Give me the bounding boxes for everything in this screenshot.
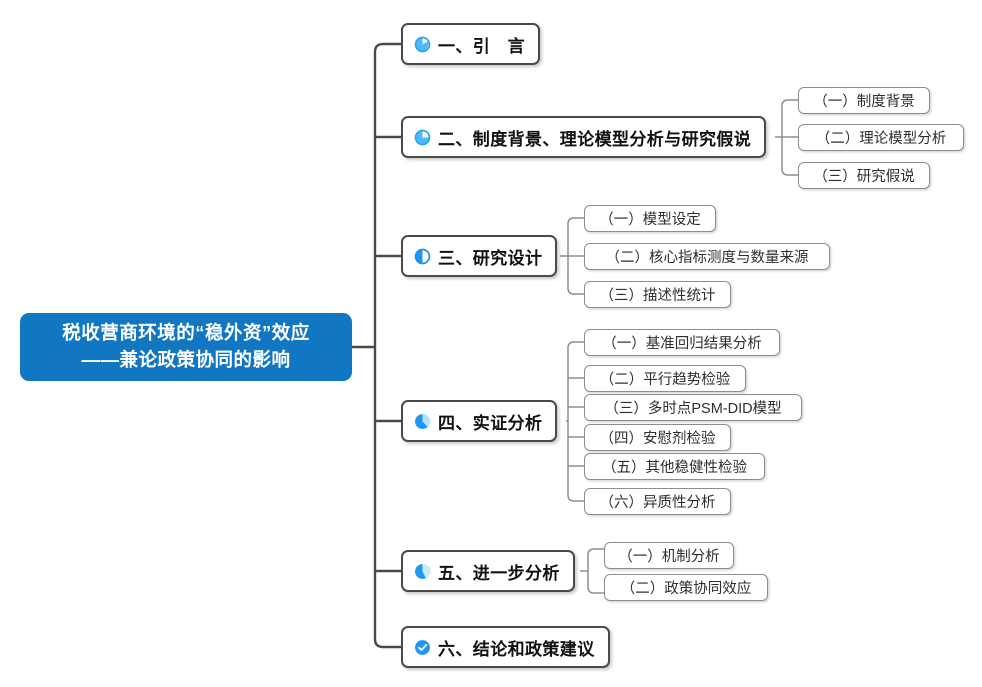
- connector-l1-1: [373, 42, 401, 53]
- connector-l2-5-2: [587, 586, 604, 594]
- branch-node-2[interactable]: 二、制度背景、理论模型分析与研究假说: [401, 116, 767, 158]
- connector-l2-3-3: [567, 287, 584, 295]
- sub-node-2-3[interactable]: （三）研究假说: [798, 162, 930, 189]
- branch-node-3[interactable]: 三、研究设计: [401, 235, 558, 277]
- sub-node-2-2[interactable]: （二）理论模型分析: [798, 124, 964, 151]
- connector-l2-4-6: [567, 494, 584, 502]
- root-title-line-2: ——兼论政策协同的影响: [81, 349, 291, 370]
- sub-node-4-3[interactable]: （三）多时点PSM-DID模型: [584, 394, 802, 421]
- sub-node-2-1[interactable]: （一）制度背景: [798, 87, 930, 114]
- sub-node-4-6[interactable]: （六）异质性分析: [584, 488, 731, 515]
- branch-label-3: 三、研究设计: [438, 248, 543, 268]
- sub-node-5-2[interactable]: （二）政策协同效应: [604, 574, 768, 601]
- branch-label-5: 五、进一步分析: [438, 563, 560, 583]
- branch-label-4: 四、实证分析: [438, 413, 543, 433]
- connector-l2-5-1: [587, 548, 604, 556]
- connector-l2-2-1: [781, 99, 798, 107]
- pie-progress-icon: [414, 36, 431, 52]
- pie-progress-icon: [414, 248, 431, 264]
- sub-node-4-1[interactable]: （一）基准回归结果分析: [584, 329, 780, 356]
- sub-node-3-1[interactable]: （一）模型设定: [584, 205, 716, 232]
- connector-l1-6: [373, 638, 401, 649]
- branch-label-1: 一、引 言: [438, 36, 525, 56]
- pie-progress-icon: [414, 129, 431, 145]
- sub-node-5-1[interactable]: （一）机制分析: [604, 542, 734, 569]
- root-title-line-1: 税收营商环境的“稳外资”效应: [62, 322, 310, 344]
- connector-l2-4-1: [567, 341, 584, 349]
- sub-node-3-3[interactable]: （三）描述性统计: [584, 281, 731, 308]
- connector-l2-3-1: [567, 217, 584, 225]
- branch-node-6[interactable]: 六、结论和政策建议: [401, 626, 610, 668]
- connector-l2-2-3: [781, 168, 798, 176]
- sub-node-3-2[interactable]: （二）核心指标测度与数量来源: [584, 243, 830, 270]
- branch-node-4[interactable]: 四、实证分析: [401, 400, 558, 442]
- branch-node-5[interactable]: 五、进一步分析: [401, 550, 575, 592]
- check-circle-icon: [415, 639, 430, 655]
- branch-node-1[interactable]: 一、引 言: [401, 23, 540, 65]
- branch-label-6: 六、结论和政策建议: [438, 639, 595, 659]
- sub-node-4-5[interactable]: （五）其他稳健性检验: [584, 453, 765, 480]
- branch-label-2: 二、制度背景、理论模型分析与研究假说: [438, 129, 752, 149]
- pie-progress-icon: [415, 563, 431, 579]
- sub-node-4-2[interactable]: （二）平行趋势检验: [584, 365, 746, 392]
- sub-node-4-4[interactable]: （四）安慰剂检验: [584, 424, 731, 451]
- root-node[interactable]: 税收营商环境的“稳外资”效应 ——兼论政策协同的影响: [20, 313, 352, 381]
- pie-progress-icon: [415, 413, 431, 429]
